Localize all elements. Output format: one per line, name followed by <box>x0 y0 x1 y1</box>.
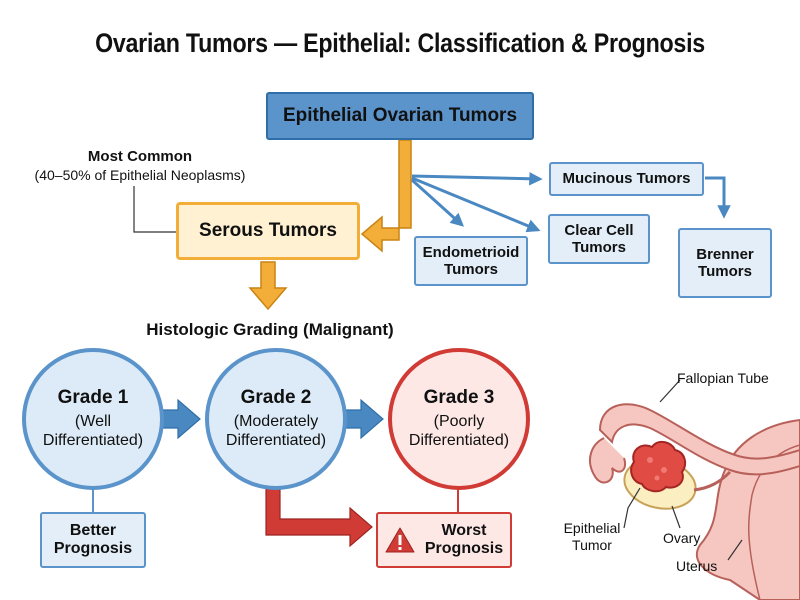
ovarian-ligament <box>693 470 732 492</box>
fimbriae <box>589 437 626 484</box>
branch-to-mucinous <box>411 171 543 186</box>
anatomy-illustration <box>589 379 800 600</box>
fallopian-tube-label: Fallopian Tube <box>677 370 769 386</box>
better-prognosis-line2: Prognosis <box>53 540 133 557</box>
fallopian-leader <box>659 379 681 403</box>
grade-3-title: Grade 3 <box>423 387 495 409</box>
clear-cell-label-line2: Tumors <box>572 239 626 256</box>
most-common-label: Most Common <box>87 148 193 165</box>
brenner-label-line1: Brenner <box>696 245 754 263</box>
grade-3-desc-line1: (Poorly <box>433 413 485 431</box>
clear-cell-label-line1: Clear Cell <box>564 221 634 239</box>
branch-to-endometrioid <box>410 178 465 227</box>
endometrioid-tumors-box: Endometrioid Tumors <box>414 236 528 286</box>
serous-tumors-label: Serous Tumors <box>199 220 337 242</box>
epithelial-ovarian-tumors-label: Epithelial Ovarian Tumors <box>282 105 518 127</box>
better-prognosis-box: Better Prognosis <box>40 512 146 568</box>
worst-prognosis-box: Worst Prognosis <box>376 512 512 568</box>
grade-1-circle: Grade 1 (Well Differentiated) <box>22 348 164 490</box>
most-common-annotation: Most Common (40–50% of Epithelial Neopla… <box>20 148 260 184</box>
epithelial-ovarian-tumors-box: Epithelial Ovarian Tumors <box>266 92 534 140</box>
serous-tumors-box: Serous Tumors <box>176 202 360 260</box>
mucinous-tumors-label: Mucinous Tumors <box>562 170 691 188</box>
grade-3-desc-line2: Differentiated) <box>408 432 510 450</box>
clear-cell-tumors-box: Clear Cell Tumors <box>548 214 650 264</box>
better-prognosis-line1: Better <box>69 521 117 539</box>
uterus-label: Uterus <box>676 558 718 574</box>
worst-prognosis-line2: Prognosis <box>424 540 504 557</box>
grade-1-title: Grade 1 <box>57 387 129 409</box>
epithelial-tumor-mass <box>630 440 687 493</box>
grade-2-desc-line1: (Moderately <box>233 413 319 431</box>
serous-to-grading-arrow <box>248 261 288 311</box>
warning-icon <box>385 527 415 553</box>
page-title: Ovarian Tumors — Epithelial: Classificat… <box>95 28 705 58</box>
epithelial-tumor-label-line2: Tumor <box>572 536 612 553</box>
branch-to-clear-cell <box>411 176 541 233</box>
endometrioid-label-line2: Tumors <box>444 261 498 278</box>
epithelial-tumor-label-line1: Epithelial <box>563 520 621 536</box>
ovary-label: Ovary <box>663 530 701 546</box>
fallopian-tube-shape <box>598 403 800 476</box>
worst-prognosis-line1: Worst <box>441 521 487 539</box>
grade-1-desc-line2: Differentiated) <box>42 432 144 450</box>
mucinous-to-brenner <box>705 176 731 219</box>
ovary-leader <box>671 505 681 529</box>
grade2-to-worst-arrow <box>265 483 373 548</box>
branch-lines <box>410 171 731 233</box>
grade-2-circle: Grade 2 (Moderately Differentiated) <box>205 348 347 490</box>
grade-3-circle: Grade 3 (Poorly Differentiated) <box>388 348 530 490</box>
brenner-tumors-box: Brenner Tumors <box>678 228 772 298</box>
epithelial-tumor-label: Epithelial Tumor <box>560 520 624 554</box>
grade-2-desc-line2: Differentiated) <box>225 432 327 450</box>
tumor-leader <box>623 487 641 529</box>
root-to-serous-arrow <box>360 139 412 253</box>
mucinous-tumors-box: Mucinous Tumors <box>549 162 704 196</box>
most-common-percentage: (40–50% of Epithelial Neoplasms) <box>34 166 246 183</box>
histologic-grading-title: Histologic Grading (Malignant) <box>146 320 394 339</box>
grade-2-title: Grade 2 <box>240 387 312 409</box>
uterus-leader <box>727 539 743 561</box>
annotation-leader-line <box>133 186 178 233</box>
endometrioid-label-line1: Endometrioid <box>422 243 520 261</box>
brenner-label-line2: Tumors <box>698 263 752 280</box>
grade-1-desc-line1: (Well <box>74 413 112 431</box>
